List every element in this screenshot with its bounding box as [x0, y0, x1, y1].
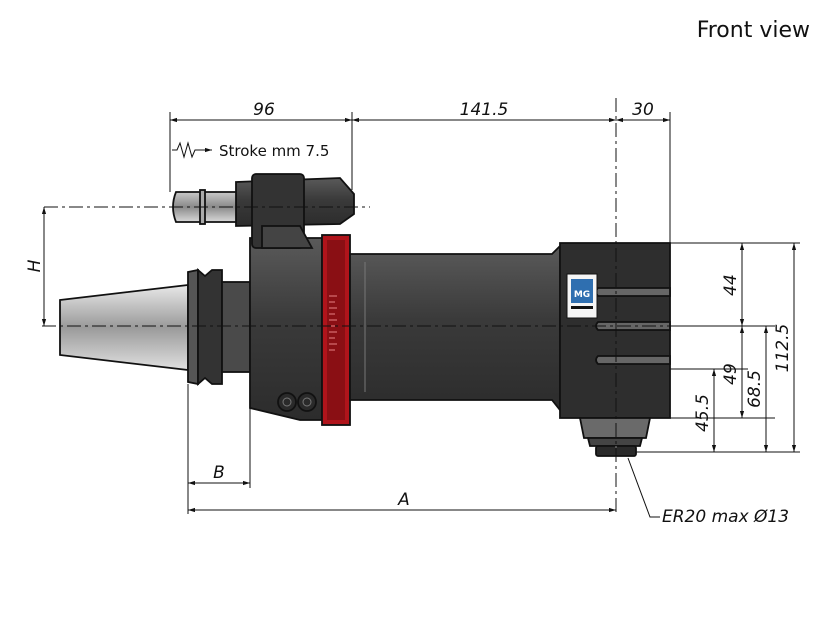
stroke-label: Stroke mm 7.5: [219, 142, 329, 160]
top-dimensions: 96 141.5 30 Stroke mm 7.5: [169, 100, 671, 243]
dim-b: B: [213, 463, 225, 483]
tool-body: MG: [59, 173, 671, 457]
dim-30: 30: [632, 100, 654, 120]
right-dimensions: 44 49 68.5 112.5 45.5: [636, 242, 800, 453]
dim-112-5: 112.5: [773, 324, 793, 373]
dim-96: 96: [253, 100, 275, 120]
dim-141-5: 141.5: [460, 100, 509, 120]
mg-logo-icon: MG: [566, 273, 598, 319]
main-housing: [249, 237, 323, 421]
dim-49: 49: [721, 363, 741, 385]
view-title: Front view: [696, 18, 810, 43]
dim-45-5: 45.5: [693, 394, 713, 432]
dim-68-5: 68.5: [745, 370, 765, 408]
flange-groove: [197, 268, 223, 386]
left-dimensions: H: [25, 207, 47, 326]
axis-lines: [42, 98, 770, 512]
dim-44: 44: [721, 274, 741, 296]
dim-h: H: [25, 259, 45, 272]
screw-icon: [297, 392, 317, 412]
collet-nut: [578, 417, 652, 439]
clamp-hook: [261, 225, 314, 249]
red-ring-inner: [327, 240, 345, 420]
collet-label: ER20 max Ø13: [662, 507, 789, 527]
spring-icon: [172, 141, 212, 159]
svg-text:MG: MG: [574, 290, 590, 300]
taper-shank: [59, 283, 189, 372]
extension-barrel: [349, 243, 561, 413]
flange-neck: [221, 281, 251, 373]
dim-a: A: [397, 490, 410, 510]
bottom-dimensions: B A ER20 max Ø13: [187, 384, 789, 527]
screw-icon: [277, 392, 297, 412]
flange: [187, 268, 199, 386]
scale-ticks: [329, 295, 337, 351]
